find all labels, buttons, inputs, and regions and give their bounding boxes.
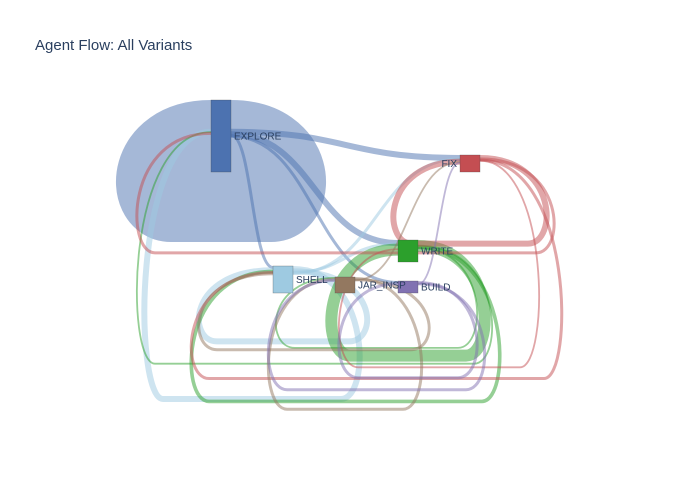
chart-title: Agent Flow: All Variants xyxy=(35,37,192,54)
link-explore-to-fix[interactable] xyxy=(230,128,461,161)
link-explore-to-build[interactable] xyxy=(230,134,399,284)
link-build-to-build[interactable] xyxy=(337,281,479,380)
node-jar-inspect[interactable] xyxy=(334,276,356,294)
link-explore-to-shell[interactable] xyxy=(230,133,274,269)
node-label-shell: SHELL xyxy=(296,275,328,286)
links-layer xyxy=(116,100,564,411)
link-write-to-shell[interactable] xyxy=(189,245,502,404)
node-explore[interactable] xyxy=(210,99,232,173)
node-fix[interactable] xyxy=(459,154,481,173)
link-jar_inspect-to-shell[interactable] xyxy=(197,272,431,352)
link-build-to-fix[interactable] xyxy=(417,161,461,286)
link-explore-to-write[interactable] xyxy=(230,131,399,246)
node-label-explore: EXPLORE xyxy=(234,132,282,143)
link-write-to-write[interactable] xyxy=(325,240,491,362)
node-label-fix: FIX xyxy=(441,159,457,170)
link-jar_inspect-to-jar_inspect[interactable] xyxy=(266,277,424,411)
link-build-to-jar_inspect[interactable] xyxy=(266,278,487,392)
node-write[interactable] xyxy=(397,239,419,263)
node-shell[interactable] xyxy=(272,265,294,294)
node-label-jar-inspect: JAR_INSP xyxy=(358,281,406,292)
node-build[interactable] xyxy=(397,280,419,294)
link-explore-to-explore[interactable] xyxy=(116,100,326,242)
nodes-layer xyxy=(210,99,481,294)
node-label-build: BUILD xyxy=(421,283,450,294)
link-fix-to-fix[interactable] xyxy=(390,155,550,247)
labels-layer: EXPLORE FIX WRITE SHELL JAR_INSP BUILD xyxy=(234,132,457,294)
link-jar_inspect-to-fix[interactable] xyxy=(354,161,461,282)
link-write-to-jar_inspect[interactable] xyxy=(275,246,478,349)
node-label-write: WRITE xyxy=(421,247,454,258)
link-fix-to-explore[interactable] xyxy=(135,131,556,255)
link-fix-to-write[interactable] xyxy=(338,159,540,369)
